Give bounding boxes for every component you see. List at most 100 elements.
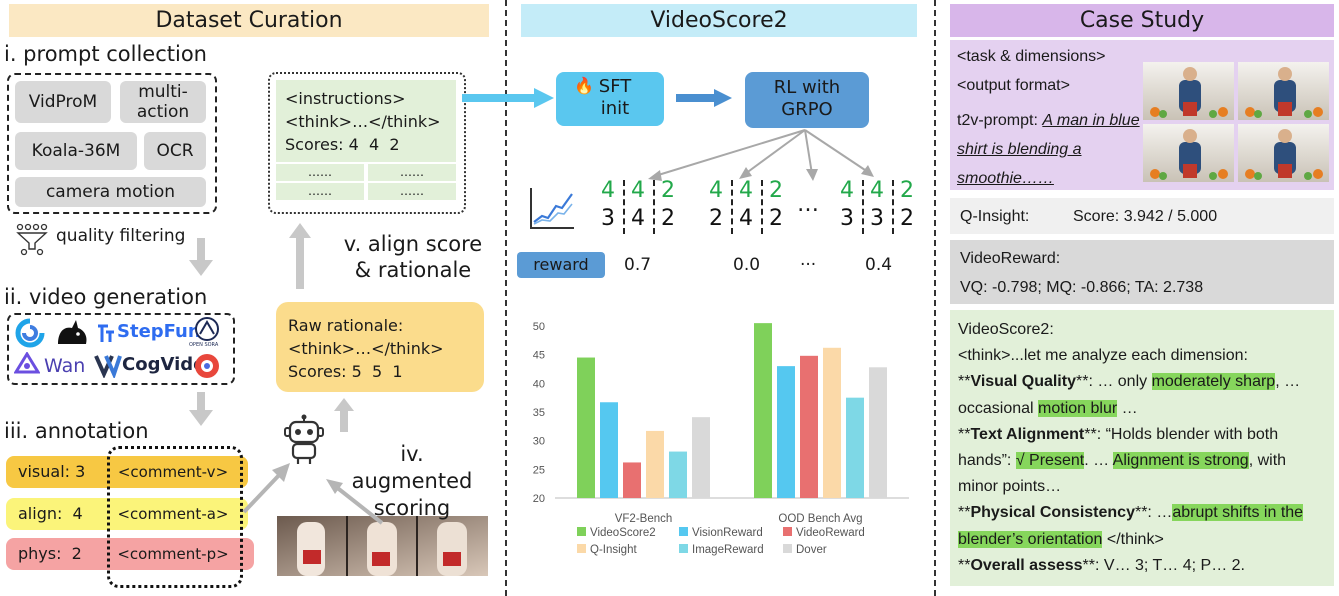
- case-ta-key: Text Alignment: [970, 425, 1085, 443]
- cogvideo-logo-icon: [94, 355, 122, 378]
- case-pc-text-a: : …: [1147, 504, 1173, 522]
- score-divider: [623, 180, 625, 234]
- case-ta-highlight-1: √ Present: [1015, 452, 1085, 470]
- score-divider: [731, 180, 733, 234]
- final-sample-line3: Scores: 4 4 2: [285, 135, 400, 154]
- case-videoreward-panel: [950, 240, 1334, 304]
- up-arrow-raw: [334, 398, 354, 432]
- bar-dover: [692, 417, 710, 498]
- case-ta-paragraph: **Text Alignment**: “Holds blender with …: [958, 425, 1287, 496]
- legend-label: VideoReward: [796, 527, 865, 539]
- bar-videoreward: [800, 355, 818, 498]
- case-oa-paragraph: **Overall assess**: V… 3; T… 4; P… 2.: [958, 556, 1245, 574]
- case-vq-key: Visual Quality: [970, 373, 1076, 391]
- case-oa-key: Overall assess: [970, 556, 1083, 574]
- sample-video-frames: [277, 516, 488, 576]
- score-divider: [653, 180, 655, 234]
- annotation-align-comment: <comment-a>: [117, 505, 229, 523]
- source-camera-motion: camera motion: [15, 177, 206, 207]
- step5-label: v. align score & rationale: [343, 232, 483, 282]
- case-oa-text: : V… 3; T… 4; P… 2.: [1095, 556, 1245, 574]
- rl-grpo-label: RL with GRPO: [773, 77, 841, 120]
- case-prompt-line1: <task & dimensions>: [957, 48, 1106, 65]
- score-bottom-digit: 2: [661, 206, 675, 231]
- score-top-digit: 2: [661, 178, 675, 203]
- reward-value-1: 0.7: [624, 255, 652, 275]
- annotation-phys-label: phys: 2: [6, 538, 254, 570]
- sft-init-label: SFT init: [598, 76, 632, 119]
- case-study-header: Case Study: [950, 4, 1334, 37]
- score-top-digit: 2: [900, 178, 914, 203]
- legend-label: Q-Insight: [590, 544, 637, 556]
- case-qinsight-panel: [950, 198, 1334, 234]
- legend-swatch: [679, 527, 688, 536]
- connector-arrows: [242, 463, 384, 525]
- score-bottom-digit: 2: [769, 206, 783, 231]
- videoscore2-header: VideoScore2: [521, 4, 917, 37]
- final-sample-line1: <instructions>: [285, 89, 406, 108]
- wan-logo-icon: [14, 352, 40, 374]
- score-bottom-digit: 4: [739, 206, 753, 231]
- final-sample-panel: [276, 80, 456, 162]
- case-pc-paragraph: **Physical Consistency**: …abrupt shifts…: [958, 504, 1304, 548]
- case-video-frames: [1143, 62, 1329, 182]
- score-bottom-digit: 3: [601, 206, 615, 231]
- reward-label-box: reward: [517, 252, 605, 278]
- legend-swatch: [577, 527, 586, 536]
- annotation-visual-comment: <comment-v>: [117, 463, 229, 481]
- score-divider: [761, 180, 763, 234]
- case-videoreward-label: VideoReward:: [960, 250, 1061, 267]
- legend-swatch: [783, 544, 792, 553]
- wan-logo-text: Wan: [44, 355, 86, 377]
- score-top-digit: 4: [709, 178, 723, 203]
- bar-q-insight: [823, 347, 841, 498]
- filter-icon: [16, 223, 48, 256]
- model-logo-rabbit-icon: [58, 320, 87, 344]
- raw-rationale-box: [276, 302, 484, 392]
- y-tick-label: 50: [533, 321, 545, 333]
- rl-grpo-box: [745, 72, 869, 128]
- legend-label: VideoScore2: [590, 527, 656, 539]
- quality-filtering-label: quality filtering: [56, 226, 186, 246]
- score-top-digit: 4: [870, 178, 884, 203]
- open-sora-logo-icon: [195, 317, 219, 341]
- score-divider: [892, 180, 894, 234]
- case-pc-text-b: </think>: [1102, 530, 1164, 548]
- case-vq-highlight-1: moderately sharp: [1151, 373, 1276, 391]
- step1-label: i. prompt collection: [4, 42, 207, 66]
- case-videoreward-scores: VQ: -0.798; MQ: -0.866; TA: 2.738: [960, 279, 1204, 296]
- score-divider: [862, 180, 864, 234]
- score-top-digit: 4: [631, 178, 645, 203]
- model-logo-flower-icon: [195, 354, 219, 378]
- score-bottom-digit: 2: [709, 206, 723, 231]
- case-ta-text-b: . …: [1084, 452, 1113, 470]
- score-top-digit: 4: [840, 178, 854, 203]
- prompt-sources-box: [7, 73, 217, 214]
- y-tick-label: 35: [533, 407, 545, 419]
- case-vs2-label: VideoScore2:: [958, 321, 1054, 338]
- up-arrow-align: [289, 223, 311, 289]
- final-sample-box: [268, 72, 466, 214]
- raw-rationale-line3: Scores: 5 5 1: [288, 362, 403, 381]
- sft-init-box: [556, 72, 664, 126]
- final-sample-line2: <think>…</think>: [285, 112, 441, 131]
- bar-videoscore2: [577, 357, 595, 498]
- legend-swatch: [783, 527, 792, 536]
- annotation-align-label: align: 4: [6, 498, 248, 530]
- open-sora-logo-text: OPEN SORA: [189, 342, 219, 348]
- down-arrow-1: [189, 238, 213, 276]
- cogvideo-logo-text: CogVideo: [122, 354, 218, 375]
- y-tick-label: 20: [533, 493, 545, 505]
- source-multi-action: multi- action: [120, 81, 206, 123]
- annotation-phys-comment: <comment-p>: [117, 545, 229, 563]
- source-ocr: OCR: [144, 132, 206, 170]
- step2-label: ii. video generation: [4, 285, 208, 309]
- case-t2v-text: A man in blue shirt is blending a smooth…: [957, 112, 1140, 187]
- score-top-digit: 2: [769, 178, 783, 203]
- score-top-digit: 4: [601, 178, 615, 203]
- score-top-digit: 4: [739, 178, 753, 203]
- bar-videoscore2: [754, 323, 772, 498]
- case-vs2-intro: <think>...let me analyze each dimension:: [958, 347, 1248, 365]
- bar-imagereward: [669, 451, 687, 498]
- raw-rationale-line1: Raw rationale:: [288, 316, 404, 335]
